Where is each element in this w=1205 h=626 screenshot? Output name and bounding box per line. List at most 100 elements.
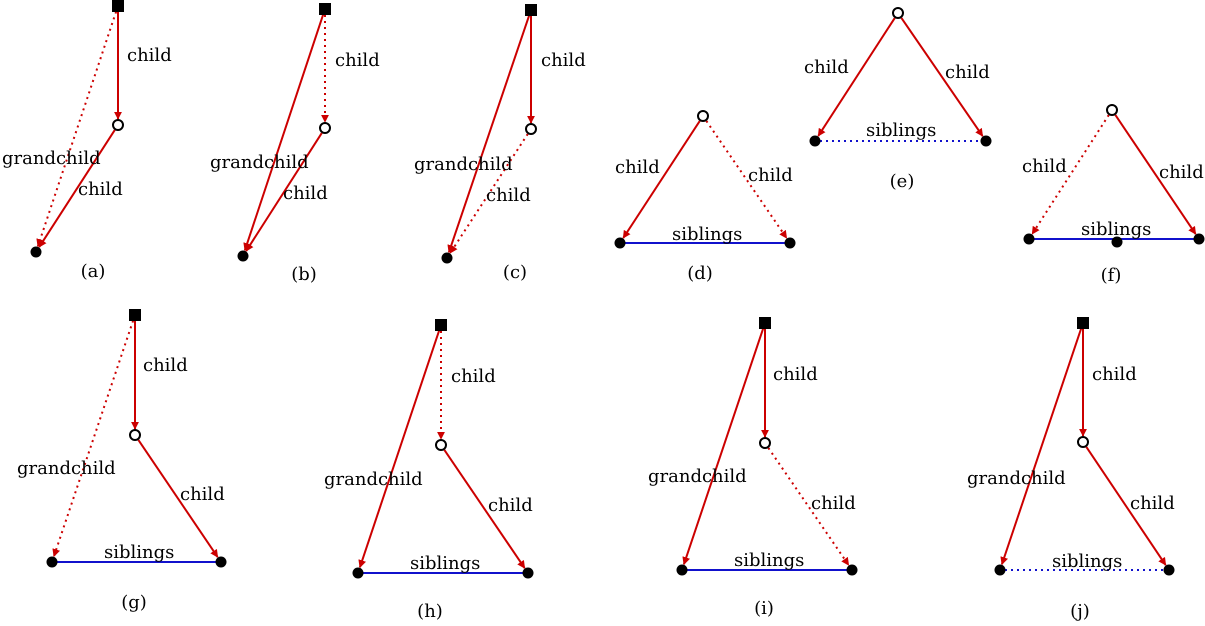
siblings-label: siblings xyxy=(866,120,936,141)
intermediate-node-open-circle xyxy=(697,110,709,122)
child-label: child xyxy=(1022,156,1067,177)
leaf-node-filled-circle xyxy=(846,564,858,576)
leaf-node-filled-circle xyxy=(1023,233,1035,245)
root-node-filled-square xyxy=(129,309,141,321)
grandchild-arrow xyxy=(682,328,765,566)
child-label: child xyxy=(78,179,123,200)
panel-caption: (h) xyxy=(417,601,443,622)
grandchild-label: grandchild xyxy=(324,469,423,490)
grandchild-label: grandchild xyxy=(414,154,513,175)
child-label: child xyxy=(335,50,380,71)
leaf-node-filled-circle xyxy=(614,237,626,249)
leaf-node-filled-circle xyxy=(676,564,688,576)
grandchild-label: grandchild xyxy=(2,148,101,169)
siblings-label: siblings xyxy=(672,224,742,245)
intermediate-node-open-circle xyxy=(112,119,124,131)
leaf-node-filled-circle xyxy=(46,556,58,568)
grandchild-label: grandchild xyxy=(967,468,1066,489)
extra-node-filled-circle xyxy=(1111,236,1123,248)
leaf-node-filled-circle xyxy=(980,135,992,147)
panel-caption: (c) xyxy=(503,262,527,283)
siblings-label: siblings xyxy=(734,550,804,571)
child-label: child xyxy=(615,157,660,178)
child-arrow xyxy=(38,129,116,248)
root-node-filled-square xyxy=(112,0,124,12)
child-label: child xyxy=(283,183,328,204)
intermediate-node-open-circle xyxy=(129,429,141,441)
child-arrow xyxy=(817,17,896,137)
leaf-node-filled-circle xyxy=(237,250,249,262)
siblings-label: siblings xyxy=(410,553,480,574)
intermediate-node-open-circle xyxy=(1077,436,1089,448)
child-label: child xyxy=(541,50,586,71)
grandchild-label: grandchild xyxy=(648,466,747,487)
leaf-node-filled-circle xyxy=(1163,564,1175,576)
panel-b: child child grandchild (b) xyxy=(210,3,380,285)
panel-caption: (f) xyxy=(1101,265,1122,286)
grandchild-arrow xyxy=(36,11,118,248)
intermediate-node-open-circle xyxy=(1106,104,1118,116)
panel-f: child child siblings (f) xyxy=(1022,104,1205,286)
root-node-filled-square xyxy=(435,319,447,331)
panel-caption: (d) xyxy=(687,263,713,284)
grandchild-label: grandchild xyxy=(210,152,309,173)
child-arrow xyxy=(1114,114,1197,235)
intermediate-node-open-circle xyxy=(435,439,447,451)
leaf-node-filled-circle xyxy=(215,556,227,568)
child-label: child xyxy=(1092,364,1137,385)
child-label: child xyxy=(451,366,496,387)
intermediate-node-open-circle xyxy=(319,122,331,134)
panel-c: child child grandchild (c) xyxy=(414,4,586,283)
grandchild-arrow xyxy=(52,320,135,558)
leaf-node-filled-circle xyxy=(352,567,364,579)
leaf-node-filled-circle xyxy=(30,246,42,258)
child-arrow xyxy=(137,439,219,558)
siblings-label: siblings xyxy=(1081,219,1151,240)
child-label: child xyxy=(945,62,990,83)
panel-caption: (b) xyxy=(291,264,317,285)
leaf-node-filled-circle xyxy=(809,135,821,147)
leaf-node-filled-circle xyxy=(441,252,453,264)
panel-caption: (j) xyxy=(1070,601,1090,622)
intermediate-node-open-circle xyxy=(759,437,771,449)
intermediate-node-open-circle xyxy=(525,123,537,135)
root-node-filled-square xyxy=(1077,317,1089,329)
child-label: child xyxy=(1130,493,1175,514)
siblings-label: siblings xyxy=(104,542,174,563)
leaf-node-filled-circle xyxy=(994,564,1006,576)
grandchild-arrow xyxy=(243,14,325,252)
panel-caption: (e) xyxy=(890,171,915,192)
child-label: child xyxy=(1159,162,1204,183)
root-node-filled-square xyxy=(319,3,331,15)
panel-a: child child grandchild (a) xyxy=(2,0,172,282)
root-node-filled-square xyxy=(525,4,537,16)
child-label: child xyxy=(804,57,849,78)
panel-d: child child siblings (d) xyxy=(614,110,796,284)
child-arrow xyxy=(900,17,984,137)
child-arrow xyxy=(1085,446,1167,566)
leaf-node-filled-circle xyxy=(1193,233,1205,245)
grandchild-arrow xyxy=(358,330,441,569)
panel-caption: (i) xyxy=(754,598,774,619)
child-arrow xyxy=(443,449,526,569)
intermediate-node-open-circle xyxy=(892,7,904,19)
grandchild-arrow xyxy=(1000,328,1083,566)
child-arrow xyxy=(245,132,323,252)
panel-caption: (a) xyxy=(81,261,106,282)
child-label: child xyxy=(127,45,172,66)
leaf-node-filled-circle xyxy=(784,237,796,249)
child-label: child xyxy=(811,493,856,514)
child-arrow xyxy=(622,120,701,239)
panel-e: child child siblings (e) xyxy=(804,7,992,192)
child-label: child xyxy=(748,165,793,186)
child-label: child xyxy=(488,495,533,516)
panel-h: child child grandchild siblings (h) xyxy=(324,319,534,622)
grandchild-label: grandchild xyxy=(17,458,116,479)
child-label: child xyxy=(486,185,531,206)
child-label: child xyxy=(143,355,188,376)
leaf-node-filled-circle xyxy=(522,567,534,579)
